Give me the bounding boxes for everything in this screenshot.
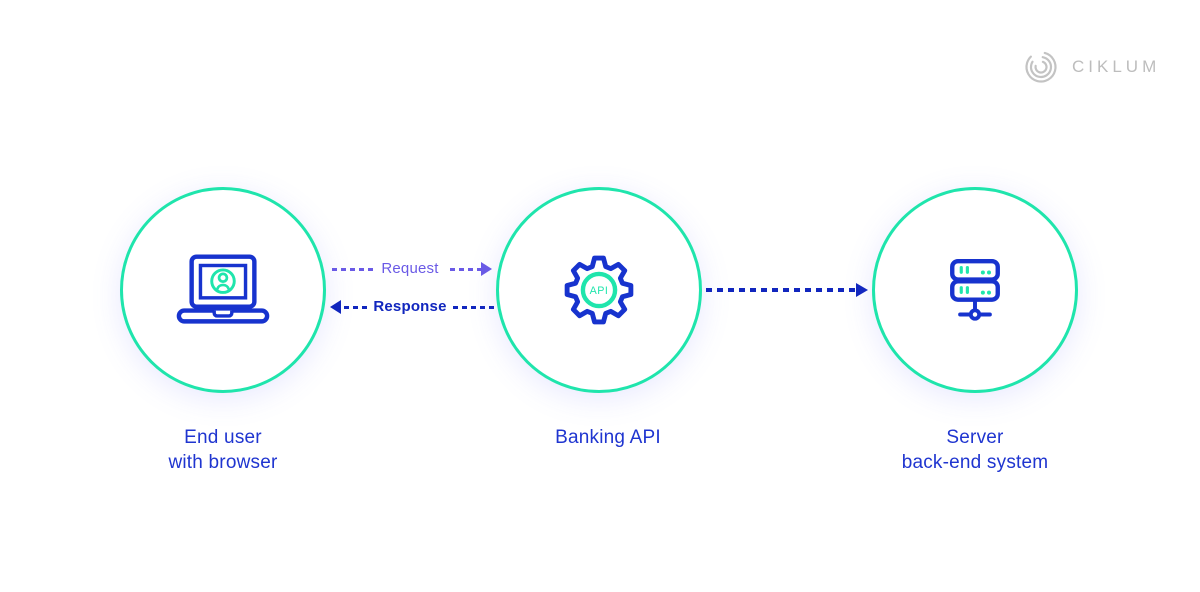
node-banking-api: API	[496, 187, 702, 393]
node-end-user	[120, 187, 326, 393]
ciklum-logo-text: CIKLUM	[1072, 57, 1161, 76]
request-arrowhead-icon	[481, 262, 492, 276]
laptop-user-icon	[176, 254, 270, 324]
ciklum-logo-icon	[1025, 51, 1057, 83]
label-end-user-line2: with browser	[168, 452, 278, 473]
server-icon	[950, 258, 1000, 321]
request-dash-left	[332, 268, 375, 271]
request-dash-right	[450, 268, 481, 271]
label-server: Server back-end system	[825, 425, 1125, 475]
label-server-line1: Server	[946, 427, 1004, 448]
label-banking-api: Banking API	[458, 425, 758, 450]
node-server	[872, 187, 1078, 393]
ciklum-logo: CIKLUM	[1024, 50, 1160, 84]
label-end-user-line1: End user	[184, 427, 262, 448]
response-dash-right	[453, 306, 494, 309]
label-server-line2: back-end system	[901, 452, 1049, 473]
gear-api-icon: API	[564, 255, 634, 325]
api-to-server-arrowhead-icon	[856, 283, 868, 297]
response-label: Response	[373, 298, 447, 315]
request-label: Request	[381, 260, 439, 277]
api-to-server-dash	[706, 288, 856, 292]
response-dash-left	[344, 306, 367, 309]
gear-api-text: API	[590, 285, 609, 297]
label-end-user: End user with browser	[73, 425, 373, 475]
label-banking-api-line1: Banking API	[555, 427, 661, 448]
response-arrowhead-icon	[330, 300, 341, 314]
